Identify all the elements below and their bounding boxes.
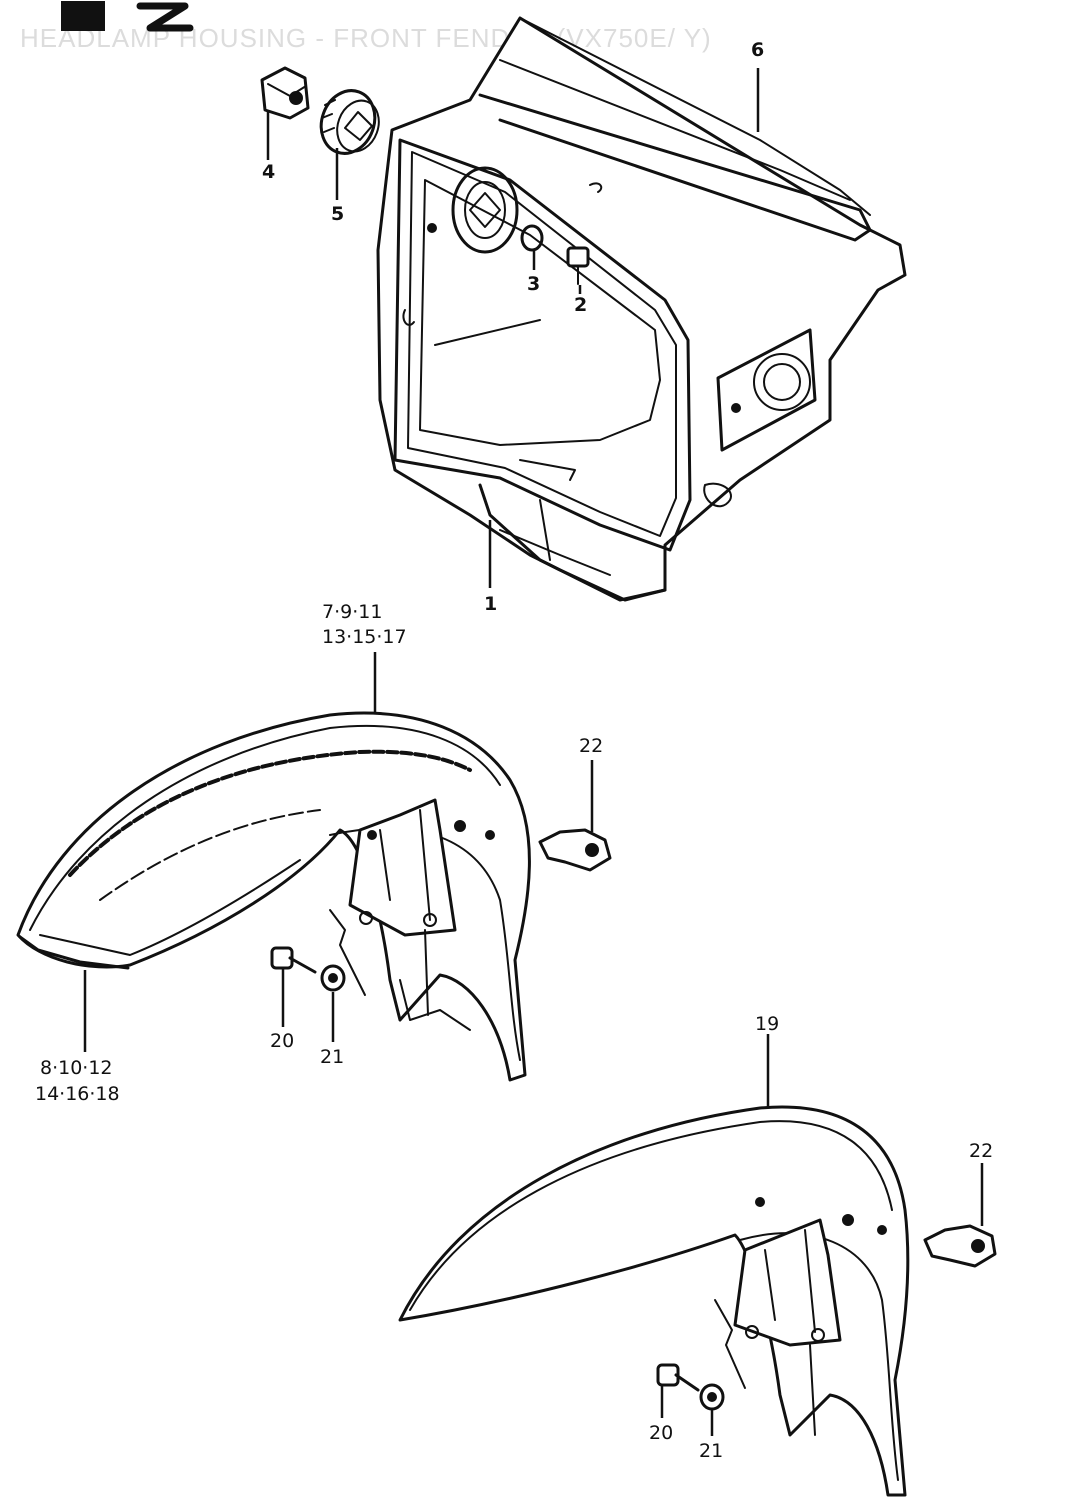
callout-screw: 2 [574, 294, 587, 316]
washer-21-part-b [699, 1383, 725, 1411]
callout-clamp-a: 22 [579, 735, 603, 757]
callout-washer-a: 21 [320, 1046, 344, 1068]
leader-lines [83, 68, 984, 1436]
grommet-part [319, 89, 380, 155]
manufacturer-logo [61, 1, 194, 32]
callout-fender-lower-line2: 14·16·18 [35, 1083, 120, 1105]
callout-housing: 1 [484, 593, 497, 615]
washer-21-part-a [320, 964, 346, 992]
clamp-22-part-a [538, 828, 612, 872]
callout-bolt-b: 20 [649, 1422, 673, 1444]
nut-3-part [520, 224, 544, 252]
callout-trim: 6 [751, 39, 764, 61]
callout-grommet: 5 [331, 203, 344, 225]
front-fender-plain [398, 1105, 910, 1497]
callout-fender-upper-line1: 7·9·11 [322, 601, 382, 623]
bolt-20-part-a [270, 946, 317, 974]
assembly-arrow-a [329, 909, 366, 996]
callout-cap: 4 [262, 161, 275, 183]
clamp-22-part-b [923, 1224, 997, 1268]
headlamp-housing [376, 16, 907, 602]
callout-fender-lower-line1: 8·10·12 [40, 1057, 113, 1079]
bolt-20-part-b [656, 1363, 700, 1392]
callout-nut: 3 [527, 273, 540, 295]
assembly-arrow-b [714, 1299, 746, 1389]
diagram-title: HEADLAMP HOUSING - FRONT FENDER (VX750E/… [20, 23, 712, 53]
front-fender-striped [16, 711, 531, 1082]
screw-2-part [566, 246, 590, 285]
callout-bolt-a: 20 [270, 1030, 294, 1052]
callout-fender-upper-line2: 13·15·17 [322, 626, 407, 648]
cap-part [260, 66, 310, 120]
callout-clamp-b: 22 [969, 1140, 993, 1162]
callout-fender-plain: 19 [755, 1013, 779, 1035]
callout-washer-b: 21 [699, 1440, 723, 1462]
